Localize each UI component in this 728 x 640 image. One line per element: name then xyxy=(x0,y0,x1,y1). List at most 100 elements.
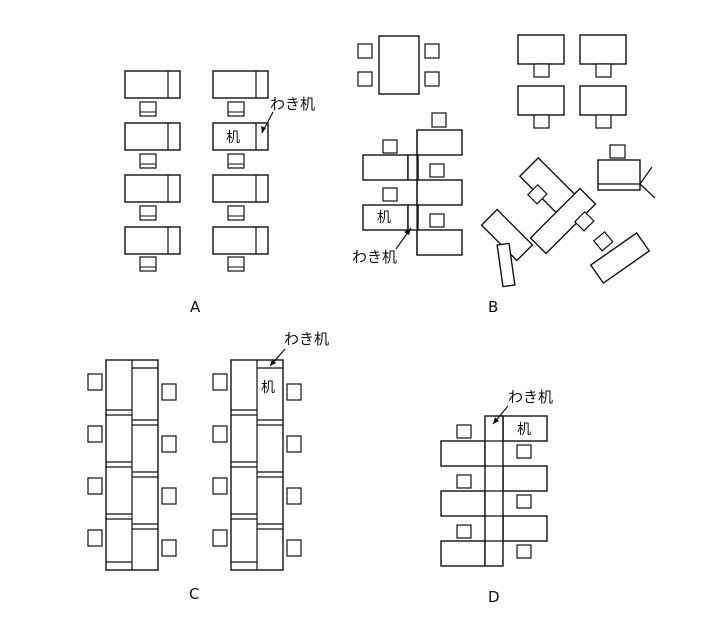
chair xyxy=(382,187,398,202)
chair xyxy=(87,477,103,495)
panel-d-label: D xyxy=(488,588,500,606)
chair xyxy=(161,487,177,505)
chair xyxy=(227,205,245,221)
side-desk-label: わき机 xyxy=(352,248,397,266)
desk-label: 机 xyxy=(517,422,531,438)
chair xyxy=(456,424,472,439)
chair xyxy=(161,435,177,453)
chair xyxy=(227,256,245,272)
chair xyxy=(357,71,373,87)
chair xyxy=(212,529,228,547)
chair xyxy=(139,205,157,221)
desk xyxy=(124,226,181,255)
desk xyxy=(517,34,565,65)
desk xyxy=(124,174,181,203)
panel-c-left-block xyxy=(87,359,177,571)
desk-grid-b2 xyxy=(517,34,627,129)
desk xyxy=(416,129,463,156)
desk xyxy=(517,85,565,116)
desk xyxy=(212,174,269,203)
chair xyxy=(286,435,302,453)
chair xyxy=(456,474,472,489)
side-desk-label: わき机 xyxy=(270,95,315,113)
chair xyxy=(227,153,245,169)
desk xyxy=(480,208,534,262)
chair xyxy=(424,43,440,59)
desk xyxy=(416,179,463,206)
chair xyxy=(424,71,440,87)
side-desk xyxy=(407,204,419,231)
chair xyxy=(456,524,472,539)
side-desk xyxy=(407,154,419,181)
chair xyxy=(431,112,447,128)
panel-b: 机 わき机 xyxy=(352,34,656,316)
chair xyxy=(87,373,103,391)
desk xyxy=(124,122,181,151)
desk xyxy=(502,515,548,542)
chair xyxy=(139,153,157,169)
desk-label: 机 xyxy=(261,380,275,396)
chair xyxy=(139,256,157,272)
chair xyxy=(212,373,228,391)
chair xyxy=(139,101,157,117)
panel-c-right-block xyxy=(212,359,302,571)
chair xyxy=(592,231,614,252)
desk xyxy=(440,490,486,517)
panel-a-left-column xyxy=(124,70,181,272)
desk xyxy=(579,34,627,65)
chair xyxy=(533,63,550,78)
desk xyxy=(440,440,486,467)
desk xyxy=(362,204,409,231)
panel-c-label: C xyxy=(189,585,199,603)
chair xyxy=(516,494,532,509)
side-desk-label: わき机 xyxy=(508,388,553,406)
panel-a: 机 わき机 A xyxy=(124,70,315,316)
desk xyxy=(440,540,486,567)
desk-cluster-b1 xyxy=(362,112,463,256)
angled-desk-cluster xyxy=(480,144,656,288)
desk xyxy=(502,465,548,492)
chair xyxy=(429,163,445,178)
chair xyxy=(595,63,612,78)
chair xyxy=(87,425,103,443)
chair xyxy=(357,43,373,59)
desk xyxy=(597,159,641,191)
desk xyxy=(529,187,597,255)
panel-d: 机 わき机 D xyxy=(440,388,553,606)
desk-label: 机 xyxy=(377,210,391,226)
desk xyxy=(212,122,269,151)
chair xyxy=(516,444,532,459)
chair xyxy=(573,210,595,232)
panel-b-label: B xyxy=(488,298,498,316)
desk xyxy=(212,70,269,99)
desk xyxy=(416,229,463,256)
chair xyxy=(533,114,550,129)
chair xyxy=(429,213,445,228)
chair xyxy=(286,539,302,557)
chair xyxy=(286,487,302,505)
chair xyxy=(227,101,245,117)
desk-label: 机 xyxy=(226,130,240,146)
chair xyxy=(516,544,532,559)
chair xyxy=(609,144,626,159)
chair xyxy=(212,425,228,443)
chair xyxy=(87,529,103,547)
desk xyxy=(124,70,181,99)
panel-c: 机 わき机 C xyxy=(87,330,329,603)
chair xyxy=(161,539,177,557)
desk xyxy=(589,231,651,285)
desk xyxy=(212,226,269,255)
desk xyxy=(579,85,627,116)
chair xyxy=(595,114,612,129)
chair xyxy=(286,383,302,401)
chair xyxy=(526,183,548,205)
meeting-table xyxy=(378,35,420,95)
side-desk-label: わき机 xyxy=(284,330,329,348)
side-desk xyxy=(496,242,516,288)
meeting-table-group xyxy=(357,35,440,95)
chair xyxy=(382,139,398,154)
panel-a-right-column xyxy=(212,70,269,272)
panel-a-label: A xyxy=(190,298,201,316)
chair xyxy=(161,383,177,401)
